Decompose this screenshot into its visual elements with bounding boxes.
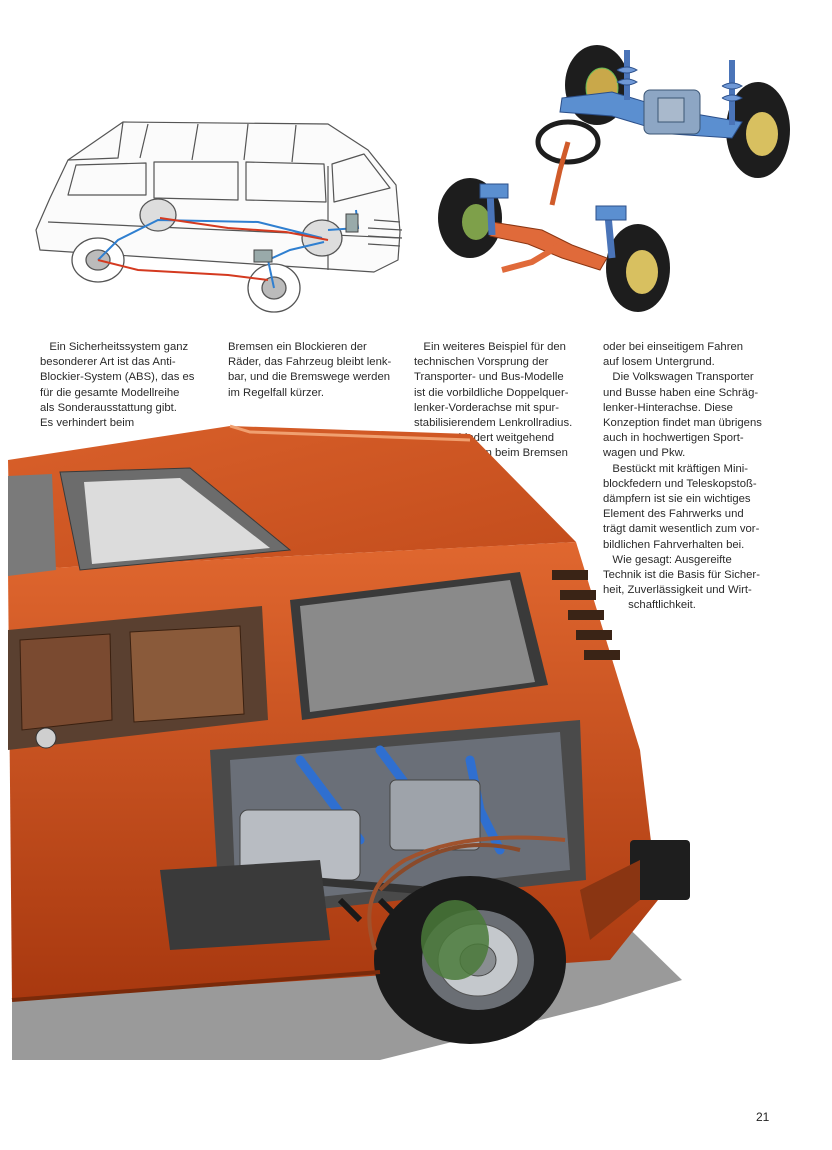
text-line: im Regelfall kürzer. [228,386,325,399]
text-line: Die Volkswagen Transporter [603,371,754,384]
text-line: Räder, das Fahrzeug bleibt lenk- [228,356,392,369]
axle-suspension-illustration [438,45,790,312]
text-line: oder bei einseitigem Fahren [603,341,744,353]
text-column-2: Bremsen ein Blockieren der Räder, das Fa… [228,340,406,401]
text-line: ist die vorbildliche Doppelquer- [414,386,569,399]
text-line: Transporter- und Bus-Modelle [414,371,564,384]
van-cutaway-illustration [8,424,690,1060]
text-line: Konzeption findet man übrigens [603,417,762,430]
text-line: für die gesamte Modellreihe [40,386,180,399]
text-column-4: oder bei einseitigem Fahren auf losem Un… [603,340,787,614]
text-line: Bestückt mit kräftigen Mini- [603,462,749,475]
text-line: stabilisierendem Lenkrollradius. [414,417,573,430]
text-line: Bremsen ein Blockieren der [228,341,367,353]
text-line: Es verhindert beim [40,417,135,430]
text-line: bildlichen Fahrverhalten bei. [603,538,745,551]
text-line: trägt damit wesentlich zum vor- [603,523,760,536]
text-line: lenker-Vorderachse mit spur- [414,401,560,414]
text-line: Ein weiteres Beispiel für den [414,341,566,353]
text-line: Wie gesagt: Ausgereifte [603,553,732,566]
text-line: dämpfern ist sie ein wichtiges [603,493,751,506]
text-line: Blockier-System (ABS), das es [40,371,195,384]
text-line: auch in hochwertigen Sport- [603,432,744,445]
text-line: wagen und Pkw. [603,447,686,460]
text-line: Ein Sicherheitssystem ganz [40,341,189,353]
text-line: blockfedern und Teleskopstoß- [603,477,757,490]
page-number: 21 [756,1110,770,1124]
text-column-1: Ein Sicherheitssystem ganz besonderer Ar… [40,340,218,431]
text-line: auf losem Untergrund. [603,356,715,369]
text-line: und Busse haben eine Schräg- [603,386,759,399]
text-line: technischen Vorsprung der [414,356,549,369]
text-line: lenker-Hinterachse. Diese [603,401,733,414]
van-abs-diagram [35,121,403,313]
text-line: heit, Zuverlässigkeit und Wirt- [603,584,752,597]
text-line: schaftlichkeit. [603,599,696,612]
text-line: bar, und die Bremswege werden [228,371,391,384]
text-line: als Sonderausstattung gibt. [40,401,177,414]
text-line: Element des Fahrwerks und [603,508,744,521]
text-line: Technik ist die Basis für Sicher- [603,569,760,582]
text-line: besonderer Art ist das Anti- [40,356,176,369]
